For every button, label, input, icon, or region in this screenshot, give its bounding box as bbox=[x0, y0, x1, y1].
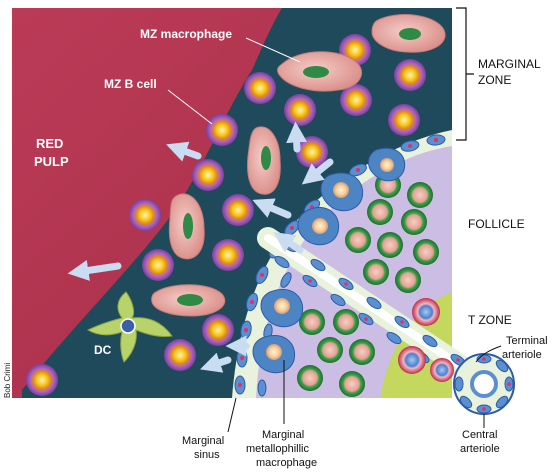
mz-macrophage bbox=[247, 126, 281, 195]
leader-lines-dark bbox=[227, 345, 502, 433]
label-central-arteriole-line1: Central bbox=[462, 429, 497, 441]
mz-macrophage bbox=[371, 14, 446, 53]
mz-b-cell bbox=[222, 194, 254, 226]
dendritic-cell bbox=[86, 291, 173, 363]
mz-b-cell bbox=[206, 114, 238, 146]
leader-lines bbox=[167, 37, 301, 125]
label-mm-macrophage-line2: metallophillic bbox=[246, 443, 309, 455]
central-arteriole bbox=[453, 353, 515, 415]
mz-b-cell bbox=[212, 239, 244, 271]
mz-b-cell bbox=[340, 84, 372, 116]
mz-b-cell bbox=[129, 199, 161, 231]
label-mm-macrophage-line1: Marginal bbox=[262, 429, 304, 441]
follicle-cells bbox=[297, 172, 439, 397]
label-follicle: FOLLICLE bbox=[468, 217, 525, 231]
mz-b-cell bbox=[244, 72, 276, 104]
label-mz-b-cell: MZ B cell bbox=[104, 77, 157, 91]
label-terminal-arteriole-line1: Terminal bbox=[506, 335, 548, 347]
mz-b-cell bbox=[192, 159, 224, 191]
label-central-arteriole-line2: arteriole bbox=[460, 443, 500, 455]
mz-b-cell bbox=[296, 136, 328, 168]
label-marginal-zone-line2: ZONE bbox=[478, 73, 511, 87]
mz-b-cell bbox=[202, 314, 234, 346]
label-red-pulp-line2: PULP bbox=[34, 154, 69, 169]
mz-macrophage bbox=[168, 193, 205, 260]
mz-b-cell bbox=[394, 59, 426, 91]
mz-b-cell bbox=[142, 249, 174, 281]
label-marginal-zone-line1: MARGINAL bbox=[478, 57, 541, 71]
mz-b-cell bbox=[284, 94, 316, 126]
label-t-zone: T ZONE bbox=[468, 313, 512, 327]
mz-b-cell bbox=[26, 364, 58, 396]
label-red-pulp-line1: RED bbox=[36, 136, 63, 151]
mz-b-cell bbox=[388, 104, 420, 136]
label-dc: DC bbox=[94, 343, 112, 357]
label-mm-macrophage-line3: macrophage bbox=[256, 457, 317, 469]
mz-macrophages bbox=[151, 14, 446, 317]
label-marginal-sinus-line2: sinus bbox=[194, 449, 220, 461]
mz-b-cell bbox=[164, 339, 196, 371]
t-zone-cells bbox=[398, 298, 454, 382]
label-terminal-arteriole-line2: arteriole bbox=[502, 349, 542, 361]
label-mz-macrophage: MZ macrophage bbox=[140, 27, 232, 41]
label-marginal-sinus-line1: Marginal bbox=[182, 435, 224, 447]
migration-arrows bbox=[67, 121, 334, 373]
mz-macrophage bbox=[151, 284, 226, 317]
marginal-zone-bracket bbox=[456, 7, 474, 141]
artist-credit: Bob Crimi bbox=[3, 363, 12, 398]
mz-b-cells bbox=[26, 34, 426, 396]
